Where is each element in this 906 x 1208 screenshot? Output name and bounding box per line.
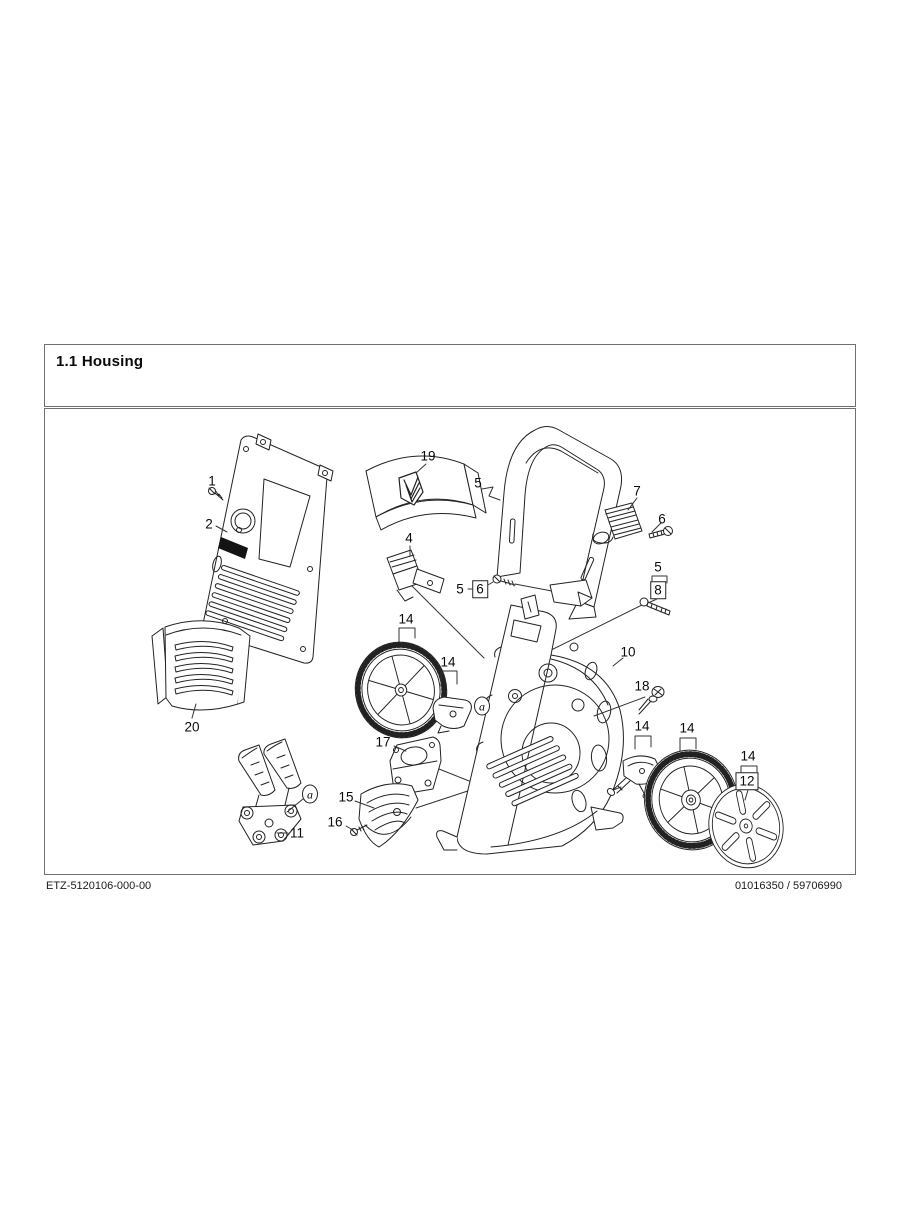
part-6-screw-center — [492, 574, 516, 587]
part-14-axle-bracket-left — [432, 696, 472, 734]
part-16-screw — [350, 824, 368, 836]
part-4-bracket — [386, 549, 445, 602]
part-7-latch — [592, 502, 643, 545]
exploded-diagram-svg — [151, 426, 784, 869]
document-number: 01016350 / 59706990 — [734, 880, 842, 892]
part-14-wheel-left — [354, 641, 448, 739]
diagram-frame — [44, 408, 856, 875]
part-12-hubcap — [708, 783, 784, 869]
part-handle-mount — [549, 579, 593, 607]
part-11-frame-bracket — [238, 738, 302, 846]
part-10-main-body — [436, 594, 624, 855]
section-title: 1.1 Housing — [56, 353, 144, 370]
part-17-bracket — [389, 736, 442, 795]
part-6-screw — [648, 526, 673, 539]
part-19-top-cover — [365, 455, 487, 531]
part-18-bolt — [638, 686, 665, 715]
brand-logo — [398, 471, 424, 506]
part-1-screw — [208, 487, 224, 501]
drawing-number: ETZ-5120106-000-00 — [46, 880, 152, 892]
part-8-screw — [639, 597, 671, 616]
section-title-box: 1.1 Housing — [44, 344, 856, 407]
part-20-grille — [151, 620, 251, 711]
part-2-front-panel — [202, 433, 334, 664]
part-15-vent-panel — [358, 783, 419, 848]
callout-leader-lines — [191, 463, 758, 834]
part-2-label-sticker — [218, 537, 248, 559]
